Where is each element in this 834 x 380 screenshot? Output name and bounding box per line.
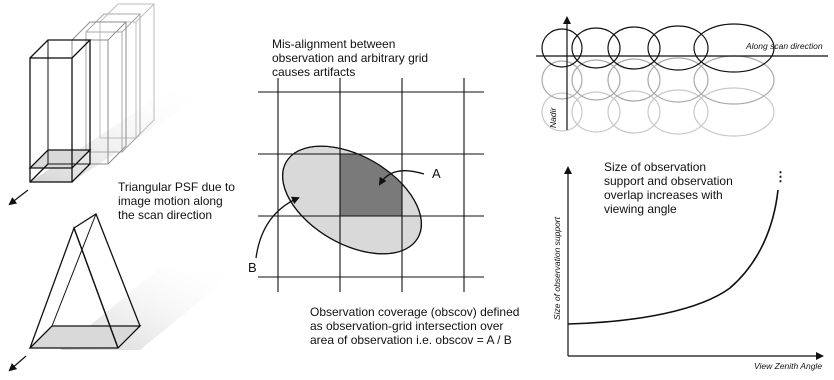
psf-caption-line-2: image motion along [118, 194, 223, 208]
along-scan-label: Along scan direction [746, 41, 823, 51]
psf-caption-line-3: the scan direction [118, 208, 213, 222]
obscov-caption-line-1: Observation coverage (obscov) defined [310, 305, 520, 319]
label-a: A [432, 166, 441, 181]
stacked-box-diagram [8, 3, 210, 206]
label-b: B [248, 260, 257, 275]
misalign-caption-line-2: observation and arbitrary grid [272, 51, 429, 65]
arbitrary-grid [258, 78, 484, 292]
obscov-caption-line-2: as observation-grid intersection over [310, 319, 504, 333]
nadir-label: Nadir [548, 107, 558, 128]
support-caption-line-1: Size of observation [604, 160, 707, 174]
obscov-caption-line-3: area of observation i.e. obscov = A / B [310, 333, 512, 347]
arrow-icon [8, 355, 27, 372]
triangular-psf-diagram [8, 213, 240, 372]
support-caption-line-2: support and observation [604, 174, 733, 188]
chart-x-label: View Zenith Angle [754, 361, 823, 371]
support-size-chart [564, 166, 824, 360]
psf-caption-line-1: Triangular PSF due to [118, 180, 235, 194]
arrow-icon [8, 189, 29, 206]
support-curve [567, 189, 779, 325]
arrow-icon [255, 196, 300, 259]
curve-ellipsis: ⋮ [774, 169, 787, 184]
support-caption-line-3: overlap increases with [604, 188, 723, 202]
footprint-overlap-diagram [536, 16, 828, 137]
misalign-caption-line-1: Mis-alignment between [272, 37, 396, 51]
arrow-icon [378, 170, 425, 186]
misalign-caption-line-3: causes artifacts [272, 65, 356, 79]
support-caption-line-4: viewing angle [604, 202, 677, 216]
intersection-cell [340, 154, 402, 216]
chart-y-label: Size of observation support [552, 216, 562, 320]
grid-overlap-diagram [255, 78, 484, 292]
